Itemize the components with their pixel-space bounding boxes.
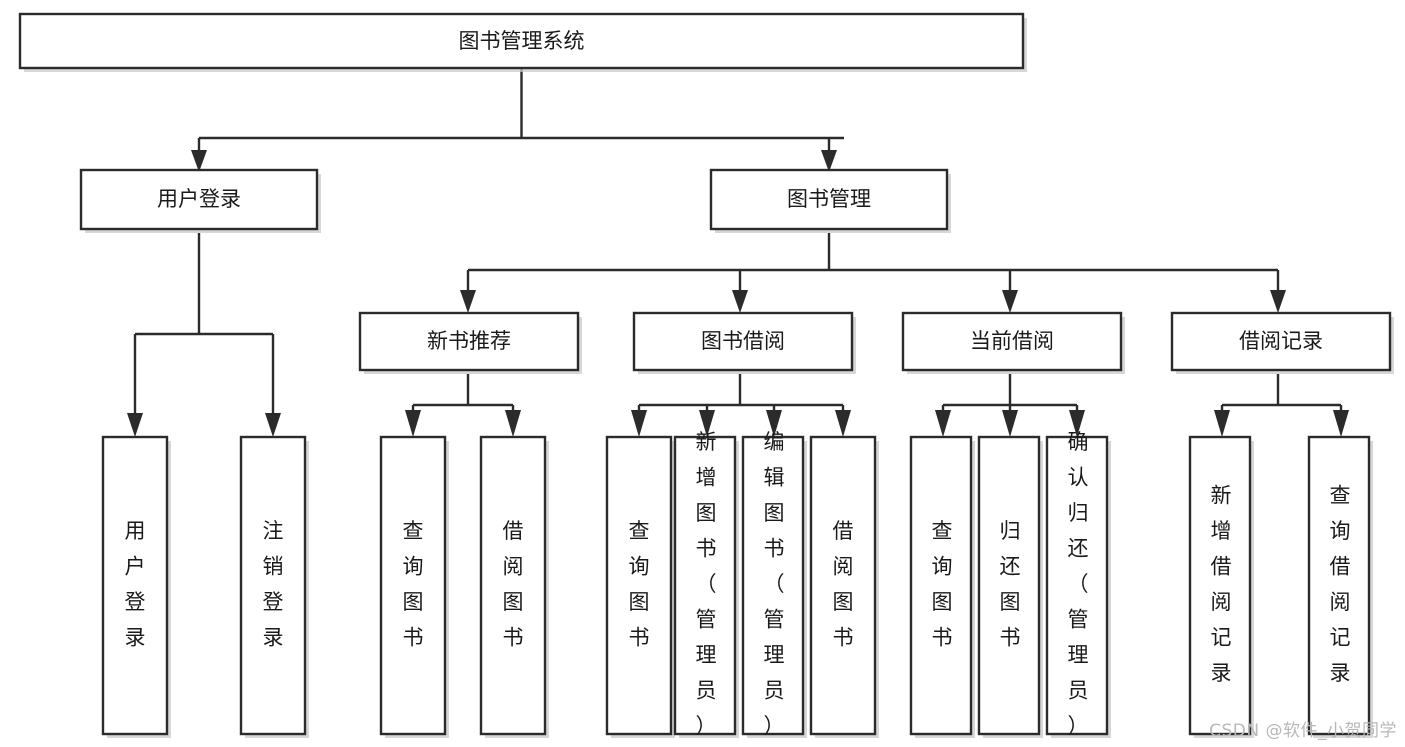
leaf-node-add-record[interactable]: 新增借阅记录: [1188, 435, 1254, 738]
leaf-node-query-record[interactable]: 查询借阅记录: [1307, 435, 1373, 738]
leaf-borrow-book-2-rect[interactable]: [809, 435, 877, 736]
root-node-rect[interactable]: [18, 12, 1025, 70]
borrow-record-rect[interactable]: [1170, 311, 1392, 372]
leaf-query-book-3-rect[interactable]: [909, 435, 973, 736]
arrow-leaf-add-record: [1214, 410, 1230, 437]
csdn-watermark: CSDN @软件_小贺同学: [1209, 721, 1397, 741]
book-management-label: 图书管理: [787, 187, 871, 211]
node-book-management[interactable]: 图书管理: [709, 168, 951, 233]
arrow-leaf-edit-book: [766, 410, 782, 437]
leaf-node-query-book-2[interactable]: 查询图书: [605, 435, 675, 738]
arrow-leaf-query-book-2: [631, 410, 647, 437]
leaf-return-book-rect[interactable]: [977, 435, 1041, 736]
book-borrow-rect[interactable]: [632, 311, 854, 372]
leaf-node-logout-login[interactable]: 注销登录: [239, 435, 309, 738]
arrow-leaf-borrow-book-1: [505, 410, 521, 437]
leaf-query-book-1-rect[interactable]: [379, 435, 447, 736]
leaf-borrow-book-2-label: 借阅图书: [833, 519, 854, 650]
arrow-leaf-add-book: [699, 410, 715, 437]
node-root-book-management-system[interactable]: 图书管理系统: [18, 12, 1027, 72]
arrow-to-new-book-recommend: [460, 290, 476, 313]
user-login-rect[interactable]: [79, 168, 319, 231]
root-node-label: 图书管理系统: [459, 29, 585, 53]
leaf-node-add-book[interactable]: 新增图书（管理员）: [673, 430, 739, 738]
leaf-query-book-2-label: 查询图书: [629, 519, 650, 650]
node-book-borrow[interactable]: 图书借阅: [632, 311, 856, 374]
leaf-borrow-book-1-rect[interactable]: [479, 435, 547, 736]
leaf-query-record-rect[interactable]: [1307, 435, 1371, 736]
leaf-logout-login-label: 注销登录: [263, 519, 284, 650]
leaf-node-borrow-book-2[interactable]: 借阅图书: [809, 435, 879, 738]
leaf-user-login-label: 用户登录: [125, 519, 146, 650]
leaf-node-user-login[interactable]: 用户登录: [101, 435, 171, 738]
new-book-recommend-rect[interactable]: [358, 311, 580, 372]
node-borrow-record[interactable]: 借阅记录: [1170, 311, 1394, 374]
leaf-node-confirm-return[interactable]: 确认归还（管理员）: [1045, 430, 1111, 738]
leaf-add-book-label: 新增图书（管理员）: [696, 430, 717, 738]
arrow-to-user-login: [191, 150, 207, 172]
new-book-recommend-label: 新书推荐: [427, 329, 511, 353]
leaf-node-query-book-3[interactable]: 查询图书: [909, 435, 975, 738]
arrow-leaf-borrow-book-2: [835, 410, 851, 437]
arrow-leaf-confirm-return: [1069, 410, 1085, 437]
leaf-query-book-2-rect[interactable]: [605, 435, 673, 736]
arrow-leaf-query-book-1: [405, 410, 421, 437]
user-login-label: 用户登录: [157, 187, 241, 211]
leaf-node-edit-book[interactable]: 编辑图书（管理员）: [741, 430, 807, 738]
leaf-confirm-return-label: 确认归还（管理员）: [1068, 430, 1089, 738]
leaf-user-login-rect[interactable]: [101, 435, 169, 736]
leaf-query-record-label: 查询借阅记录: [1330, 483, 1351, 685]
leaf-logout-login-rect[interactable]: [239, 435, 307, 736]
arrow-leaf-query-record: [1333, 410, 1349, 437]
arrow-leaf-user-login: [127, 413, 143, 437]
leaf-node-query-book-1[interactable]: 查询图书: [379, 435, 449, 738]
leaf-edit-book-rect[interactable]: [741, 435, 805, 736]
borrow-record-label: 借阅记录: [1239, 329, 1323, 353]
leaf-node-return-book[interactable]: 归还图书: [977, 435, 1043, 738]
book-borrow-label: 图书借阅: [701, 329, 785, 353]
arrow-to-borrow-record: [1270, 290, 1286, 313]
leaf-node-borrow-book-1[interactable]: 借阅图书: [479, 435, 549, 738]
node-user-login[interactable]: 用户登录: [79, 168, 321, 233]
leaf-node-layer: 用户登录 注销登录 查询图书 借阅图书 查询图书: [101, 430, 1373, 738]
arrow-to-current-borrow: [1002, 290, 1018, 313]
arrow-to-book-management: [821, 150, 837, 172]
current-borrow-rect[interactable]: [901, 311, 1123, 372]
leaf-query-book-3-label: 查询图书: [932, 519, 953, 650]
arrow-to-book-borrow: [732, 290, 748, 313]
leaf-edit-book-label: 编辑图书（管理员）: [764, 430, 785, 738]
node-new-book-recommend[interactable]: 新书推荐: [358, 311, 582, 374]
current-borrow-label: 当前借阅: [970, 329, 1054, 353]
node-current-borrow[interactable]: 当前借阅: [901, 311, 1125, 374]
leaf-confirm-return-rect[interactable]: [1045, 435, 1109, 736]
arrow-leaf-query-book-3: [935, 410, 951, 437]
leaf-add-book-rect[interactable]: [673, 435, 737, 736]
connector-layer: [127, 68, 1349, 437]
leaf-add-record-rect[interactable]: [1188, 435, 1252, 736]
leaf-borrow-book-1-label: 借阅图书: [503, 519, 524, 650]
leaf-query-book-1-label: 查询图书: [403, 519, 424, 650]
leaf-return-book-label: 归还图书: [1000, 519, 1021, 650]
book-management-rect[interactable]: [709, 168, 949, 231]
arrow-leaf-return-book: [1002, 410, 1018, 437]
leaf-add-record-label: 新增借阅记录: [1211, 483, 1232, 685]
arrow-leaf-logout-login: [265, 413, 281, 437]
